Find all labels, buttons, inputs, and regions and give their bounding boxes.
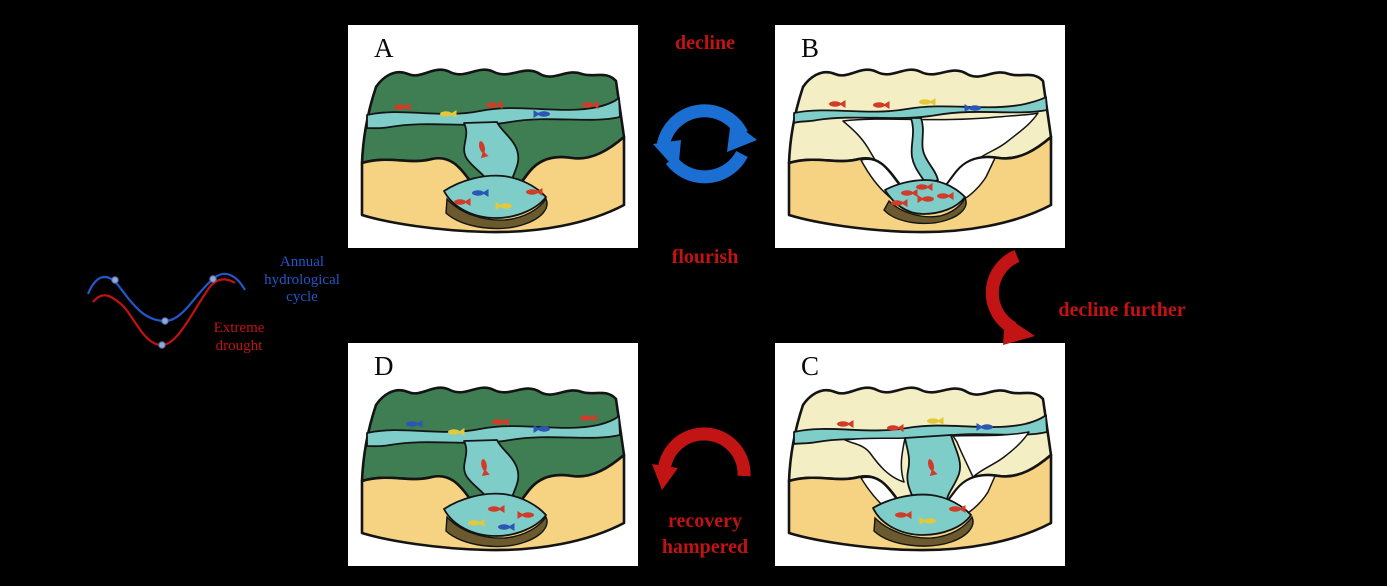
recovery-hampered-arrow-icon <box>652 427 751 490</box>
panel-b-letter: B <box>801 33 820 63</box>
recovery-hampered-arrowhead-icon <box>652 464 678 490</box>
decline-further-label: decline further <box>1058 299 1186 321</box>
valley-pool <box>443 174 547 219</box>
terrain-illustration-further-decline <box>787 386 1053 552</box>
terrain-illustration-healthy <box>360 68 626 234</box>
panel-c: C <box>775 343 1065 566</box>
terrain-illustration-recovered <box>360 386 626 552</box>
hydrograph-inset <box>86 272 246 349</box>
decline-label: decline <box>675 32 735 54</box>
panel-d: D <box>348 343 638 566</box>
valley-pool <box>872 493 972 536</box>
decline-further-arrow-icon <box>985 249 1035 345</box>
recovery-hampered-label: recovery hampered <box>661 510 749 558</box>
decline-further-arrowhead-icon <box>1003 316 1035 345</box>
flourish-label: flourish <box>671 246 739 268</box>
panel-c-letter: C <box>801 351 820 381</box>
decline-further-arc <box>985 249 1020 334</box>
extreme-drought-label: Extreme drought <box>213 320 265 354</box>
data-point-dot <box>209 275 217 283</box>
data-point-dot <box>158 341 166 349</box>
terrain-front-face <box>360 453 626 552</box>
river <box>366 415 621 448</box>
dry-riverbed-right <box>952 431 1030 478</box>
decline-arrowhead-icon <box>727 120 757 152</box>
sediment-layer <box>873 515 974 547</box>
annual-hydrological-cycle-label: Annual hydrological cycle <box>264 254 340 306</box>
recovery-hampered-arc <box>657 427 751 477</box>
panel-a-letter: A <box>374 33 394 63</box>
data-point-dot <box>161 317 169 325</box>
river <box>793 414 1048 445</box>
flourish-arrowhead-icon <box>653 140 681 172</box>
terrain-front-face <box>360 135 626 234</box>
valley-pool <box>443 492 547 537</box>
panel-b: B <box>775 25 1065 248</box>
flourish-arrow-icon <box>665 150 748 184</box>
sediment-layer <box>445 197 548 230</box>
dry-riverbed-left <box>844 437 906 483</box>
river <box>793 96 1048 124</box>
decline-flourish-cycle-arrows <box>653 104 757 184</box>
data-point-dot <box>111 276 119 284</box>
terrain-illustration-drought <box>787 68 1053 234</box>
panel-d-letter: D <box>374 351 394 381</box>
river <box>366 97 621 130</box>
sediment-layer <box>445 515 548 548</box>
panel-a: A <box>348 25 638 248</box>
